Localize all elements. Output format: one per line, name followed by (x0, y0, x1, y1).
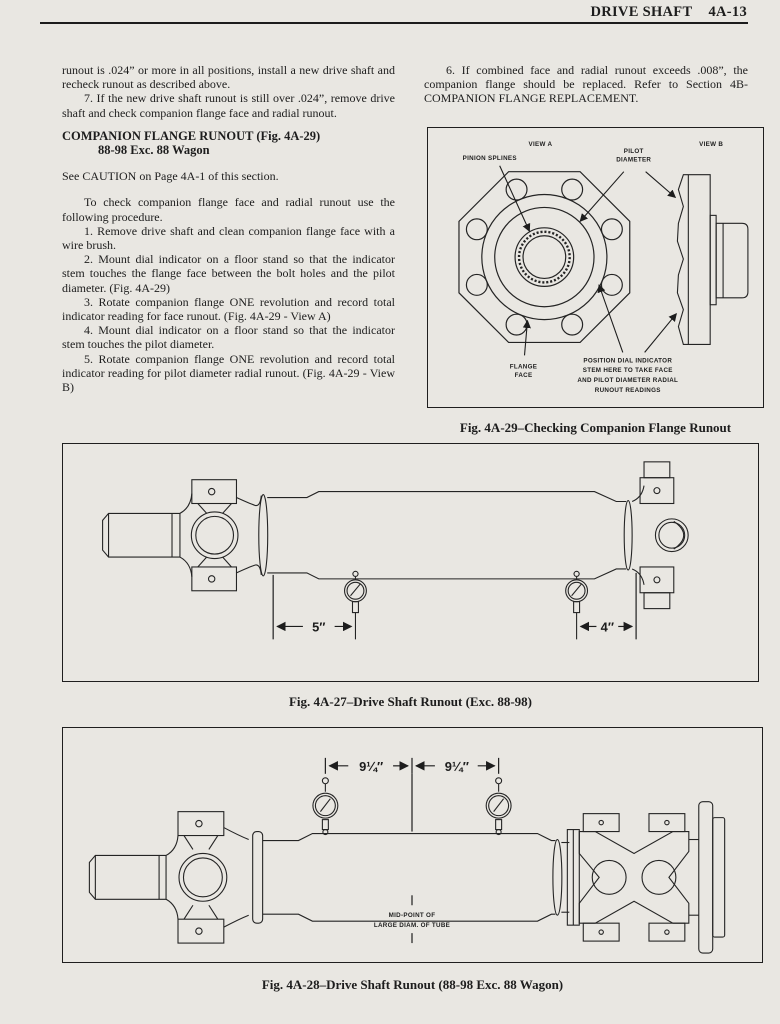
flange-front-view (458, 171, 631, 344)
figure-4a28-caption: Fig. 4A-28–Drive Shaft Runout (88-98 Exc… (261, 977, 564, 992)
dimension-9quarter-left: 9¼″ (359, 759, 383, 774)
flange-side-view (676, 174, 749, 345)
pilot-diameter-arrow-left (579, 171, 625, 222)
bolt-holes (465, 178, 623, 336)
dial-indicator-left (344, 570, 367, 640)
header-page-number: 4A-13 (708, 4, 747, 20)
callout-arrows (499, 165, 677, 356)
caution-note: See CAUTION on Page 4A-1 of this section… (62, 169, 279, 184)
drive-shaft-outline (88, 801, 726, 954)
flange-face-label-2: FACE (515, 372, 533, 379)
midpoint-label-1: MID-POINT OF (389, 912, 436, 919)
page-header: DRIVE SHAFT 4A-13 (590, 4, 747, 21)
flange-face-arrow (522, 319, 531, 356)
dimension-9quarter-right: 9¼″ (445, 759, 469, 774)
figure-4a27-drive-shaft: 5″ 4″ (62, 443, 759, 682)
pilot-diameter-arrow-right (645, 171, 677, 199)
header-rule (40, 22, 748, 25)
figure-4a27-caption: Fig. 4A-27–Drive Shaft Runout (Exc. 88-9… (288, 694, 532, 709)
dial-indicator-left (312, 777, 339, 836)
paragraph-step-7: 7. If the new drive shaft runout is stil… (62, 91, 395, 120)
companion-flange-drawing: VIEW A VIEW B PINION SPLINES PILOT DIAME… (458, 141, 749, 394)
procedure-step-4: 4. Mount dial indicator on a floor stand… (62, 323, 395, 352)
midpoint-label-2: LARGE DIAM. OF TUBE (374, 922, 450, 929)
procedure-step-2: 2. Mount dial indicator on a floor stand… (62, 252, 395, 295)
flange-face-label-1: FLANGE (510, 363, 537, 370)
dial-indicator-right (485, 777, 512, 836)
procedure-intro: To check companion flange face and radia… (62, 195, 395, 224)
figure-4a29-caption: Fig. 4A-29–Checking Companion Flange Run… (459, 420, 732, 435)
position-note-label-2: STEM HERE TO TAKE FACE (583, 367, 673, 374)
paragraph-runout-continuation: runout is .024” or more in all positions… (62, 63, 395, 92)
pinion-splines-label: PINION SPLINES (463, 155, 517, 162)
section-subheading: 88-98 Exc. 88 Wagon (98, 143, 210, 158)
spline-teeth-ring (517, 230, 571, 284)
left-column: runout is .024” or more in all positions… (62, 63, 395, 394)
procedure-step-1: 1. Remove drive shaft and clean companio… (62, 223, 395, 253)
position-note-label-4: RUNOUT READINGS (595, 387, 661, 394)
pilot-diameter-label-2: DIAMETER (616, 157, 651, 164)
dimension-lines (324, 757, 500, 944)
position-note-arrow-left (597, 284, 624, 353)
header-title: DRIVE SHAFT (590, 4, 693, 20)
drive-shaft-runout-drawing: 5″ 4″ (102, 461, 689, 640)
position-note-label-3: AND PILOT DIAMETER RADIAL (577, 377, 678, 384)
procedure-step-5: 5. Rotate companion flange ONE revolutio… (62, 351, 395, 395)
pinion-splines-arrow (499, 165, 531, 233)
figure-4a28-drive-shaft: 9¼″ 9¼″ MID-POINT OF LARGE DIAM. OF TUBE (62, 727, 763, 963)
drive-shaft-runout-8898-drawing: 9¼″ 9¼″ MID-POINT OF LARGE DIAM. OF TUBE (88, 757, 726, 954)
section-heading: COMPANION FLANGE RUNOUT (Fig. 4A-29) (62, 128, 321, 143)
view-a-label: VIEW A (529, 141, 553, 148)
position-note-arrow-right (644, 313, 677, 353)
dimension-lines (272, 572, 637, 640)
view-b-label: VIEW B (699, 141, 723, 148)
right-column: 6. If combined face and radial runout ex… (424, 63, 748, 106)
dimension-4-inch: 4″ (601, 619, 614, 634)
drive-shaft-outline (102, 461, 689, 610)
dial-indicator-right (565, 570, 589, 640)
dimension-5-inch: 5″ (312, 619, 325, 634)
paragraph-step-6: 6. If combined face and radial runout ex… (424, 63, 748, 106)
pilot-diameter-label-1: PILOT (624, 148, 644, 155)
position-note-label-1: POSITION DIAL INDICATOR (583, 357, 672, 364)
procedure-step-3: 3. Rotate companion flange ONE revolutio… (62, 294, 395, 324)
figure-4a29-companion-flange: VIEW A VIEW B PINION SPLINES PILOT DIAME… (427, 127, 764, 408)
